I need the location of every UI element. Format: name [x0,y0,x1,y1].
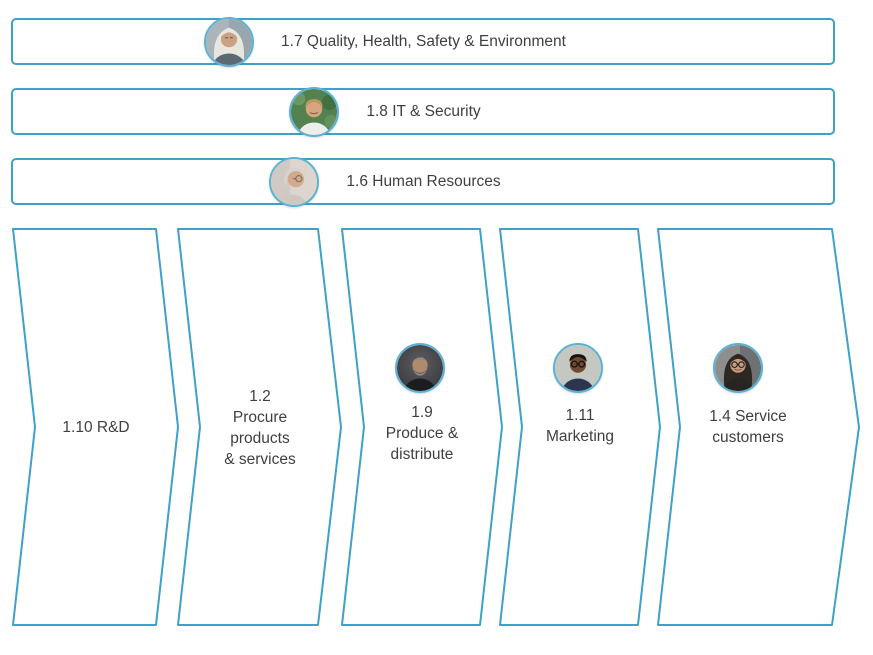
lane-label-1-8: 1.8 IT & Security [366,102,481,120]
woman-white-hair-portrait-icon [206,18,253,65]
man-white-shirt-outdoors-portrait-icon [291,88,338,135]
bearded-man-dark-portrait-icon [397,345,443,391]
man-glasses-navy-tee-portrait-icon [555,345,601,391]
process-shape-rd[interactable] [12,228,179,626]
process-shape-procure-products-services[interactable] [177,228,342,626]
process-shape-produce-distribute[interactable] [341,228,503,626]
lane-owner-avatar-1-6 [269,156,320,207]
lane-label-1-7: 1.7 Quality, Health, Safety & Environmen… [281,32,566,50]
lane-content: 1.8 IT & Security [289,86,481,137]
lane-label-1-6: 1.6 Human Resources [346,172,501,190]
lane-quality-health-safety-environment[interactable]: 1.7 Quality, Health, Safety & Environmen… [11,16,835,67]
lane-human-resources[interactable]: 1.6 Human Resources [11,156,835,207]
lane-it-security[interactable]: 1.8 IT & Security [11,86,835,137]
lane-owner-avatar-1-8 [289,86,340,137]
lane-content: 1.6 Human Resources [269,156,501,207]
lane-owner-avatar-1-7 [204,16,255,67]
process-owner-avatar-1-4 [713,343,763,393]
process-shape-service-customers[interactable] [657,228,860,626]
lane-content: 1.7 Quality, Health, Safety & Environmen… [204,16,566,67]
process-owner-avatar-1-11 [553,343,603,393]
woman-glasses-dark-top-portrait-icon [715,345,761,391]
process-owner-avatar-1-9 [395,343,445,393]
process-shape-marketing[interactable] [499,228,661,626]
platinum-hair-glasses-portrait-icon [271,158,318,205]
